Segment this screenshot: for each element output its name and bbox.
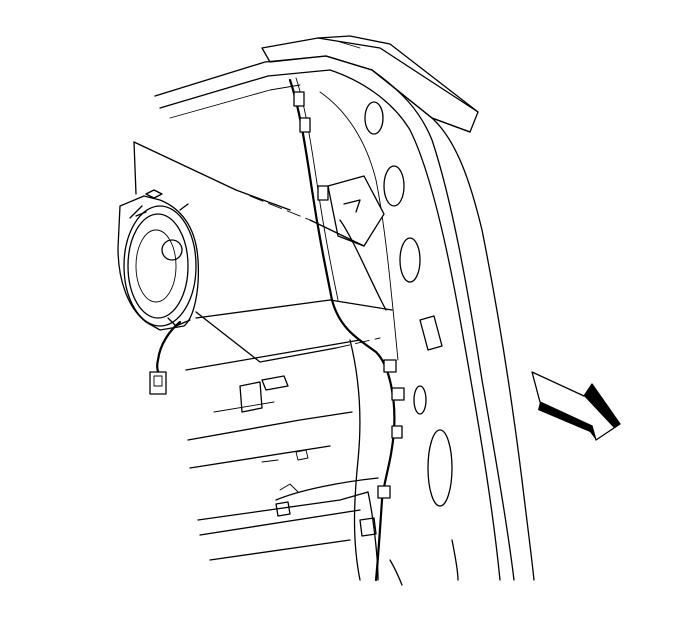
roof-rail (154, 35, 479, 133)
speaker-connector (149, 320, 182, 395)
speaker (117, 189, 200, 331)
leader-lines (133, 141, 381, 363)
mounting-bracket (327, 175, 387, 311)
inner-pillar (319, 69, 535, 581)
direction-arrow (531, 371, 621, 441)
wiring-harness (275, 77, 405, 582)
body-panel (185, 299, 403, 586)
harness-clip (293, 91, 405, 499)
